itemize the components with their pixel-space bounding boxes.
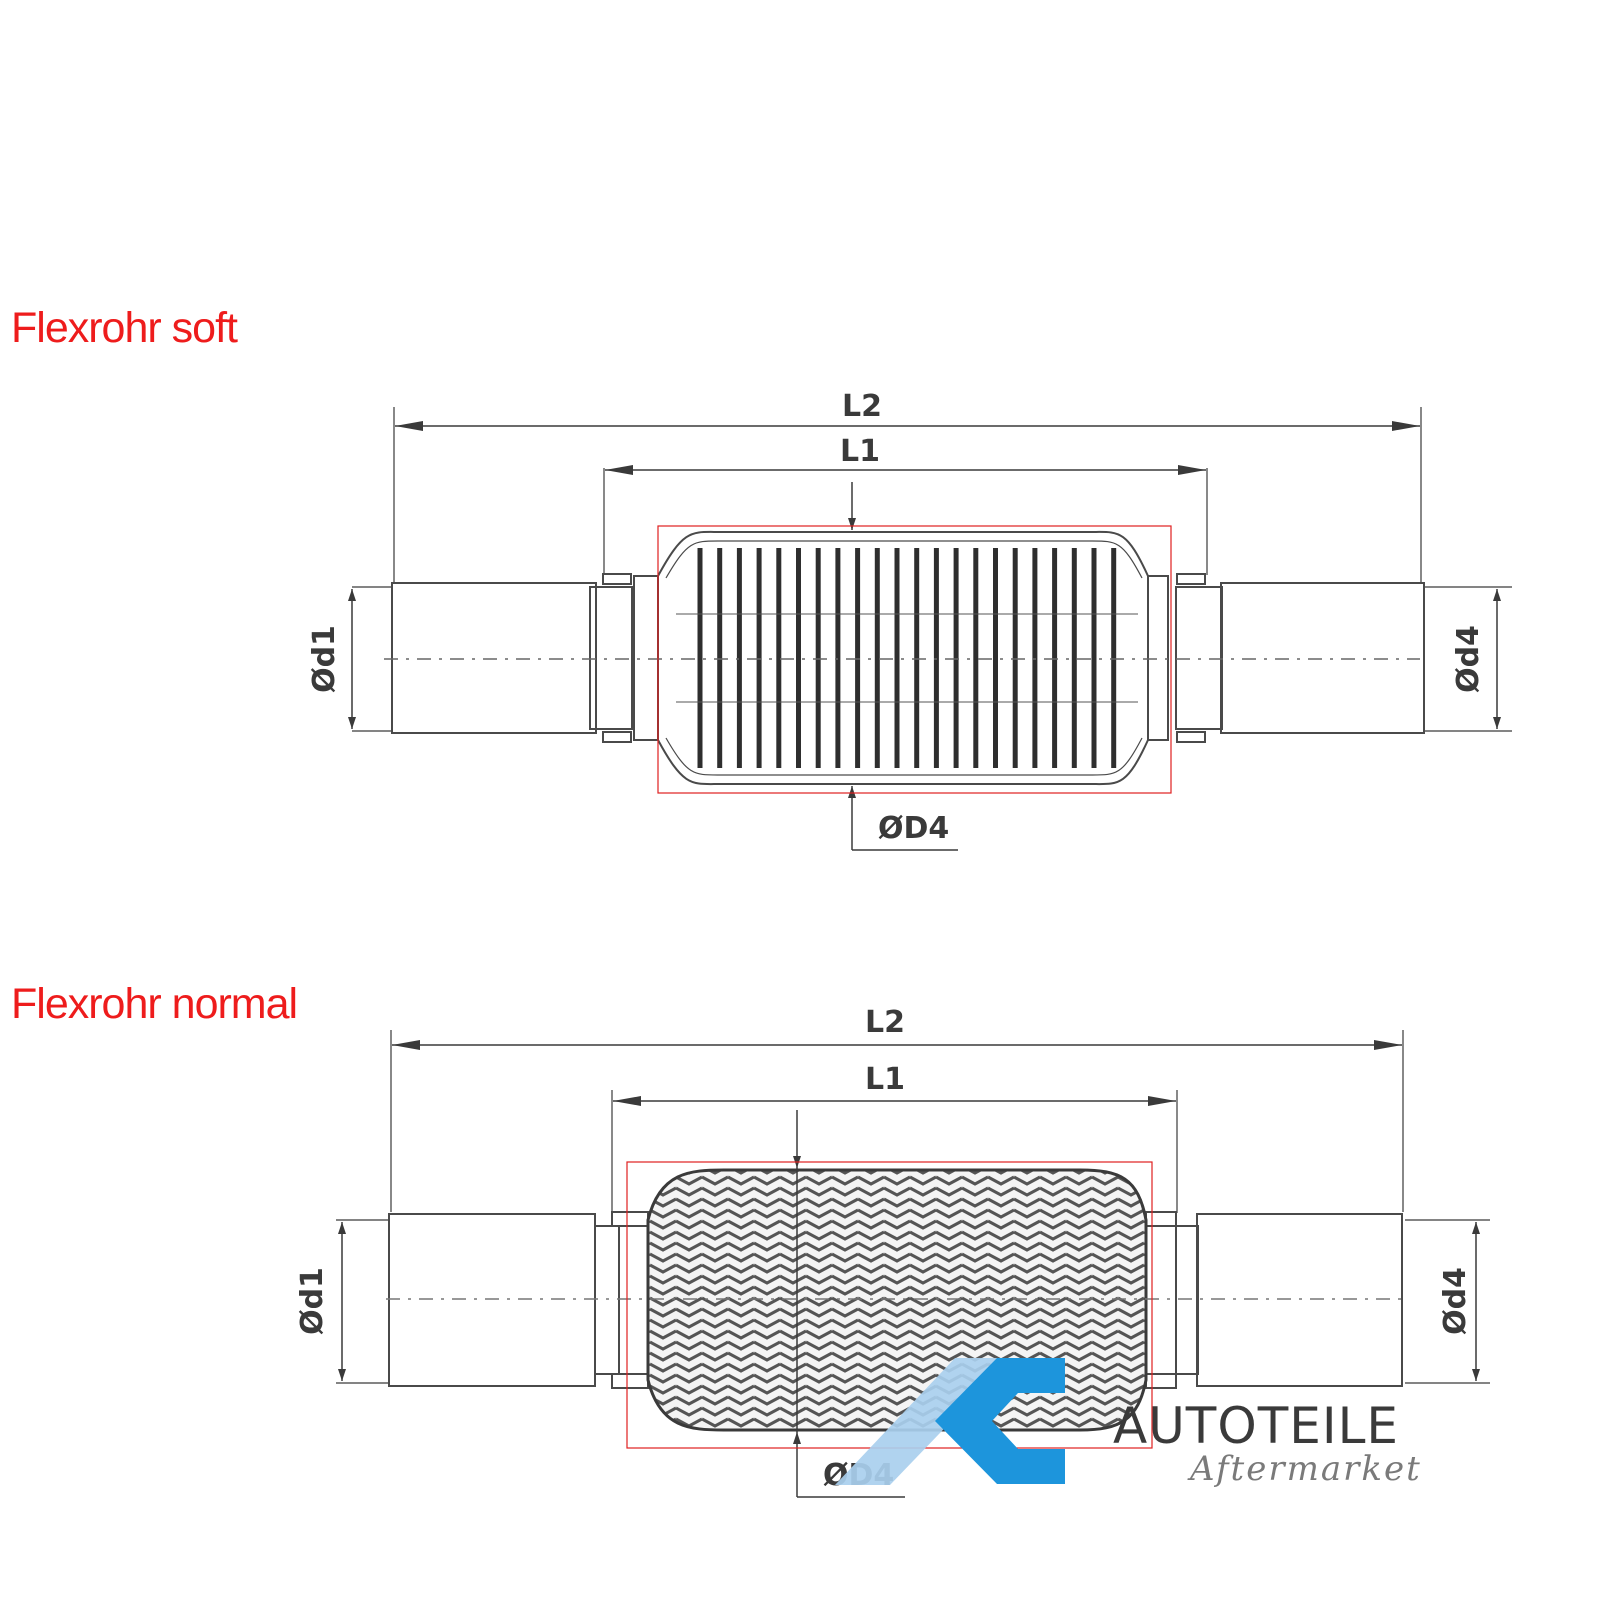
logo-text-autoteile: AUTOTEILE — [1113, 1397, 1399, 1455]
flexrohr-normal-drawing: L2 L1 Ød1 Ød4 ØD4 — [295, 1005, 1490, 1498]
section-title-soft: Flexrohr soft — [11, 304, 238, 352]
dimension-d4: Ød4 — [1451, 589, 1501, 729]
autoteile-logo: AUTOTEILE Aftermarket — [835, 1358, 1422, 1489]
extension-lines-normal — [336, 1030, 1490, 1384]
label-l1: L1 — [840, 434, 880, 469]
label-d1-normal: Ød1 — [295, 1267, 330, 1335]
section-title-normal: Flexrohr normal — [11, 980, 298, 1028]
dimension-d1: Ød1 — [307, 589, 356, 729]
flex-pipe-soft — [391, 530, 1425, 786]
logo-blue-stroke — [935, 1358, 1065, 1484]
label-d4-normal: Ød4 — [1438, 1267, 1473, 1335]
label-l1-normal: L1 — [865, 1062, 905, 1097]
flex-pipe-ribs — [697, 548, 1117, 768]
extension-lines — [352, 407, 1512, 732]
dimension-l1-normal: L1 — [613, 1062, 1176, 1106]
logo-text-aftermarket: Aftermarket — [1187, 1449, 1422, 1489]
label-l2: L2 — [842, 389, 882, 424]
label-d4-right: Ød4 — [1451, 625, 1486, 693]
dimension-D4: ØD4 — [848, 482, 958, 851]
dimension-l2: L2 — [395, 389, 1420, 431]
label-l2-normal: L2 — [865, 1005, 905, 1040]
label-d1: Ød1 — [307, 625, 342, 693]
flexrohr-soft-drawing: L2 L1 Ød1 Ød4 ØD4 — [307, 389, 1512, 851]
flex-pipe-normal — [388, 1168, 1403, 1432]
dimension-l1: L1 — [605, 434, 1206, 475]
dimension-l2-normal: L2 — [392, 1005, 1402, 1050]
flex-pipe-bands — [676, 613, 1138, 703]
highlight-box-soft — [657, 525, 1172, 794]
dimension-d1-normal: Ød1 — [295, 1222, 346, 1381]
label-D4: ØD4 — [878, 811, 949, 846]
dimension-d4-normal: Ød4 — [1438, 1222, 1480, 1381]
